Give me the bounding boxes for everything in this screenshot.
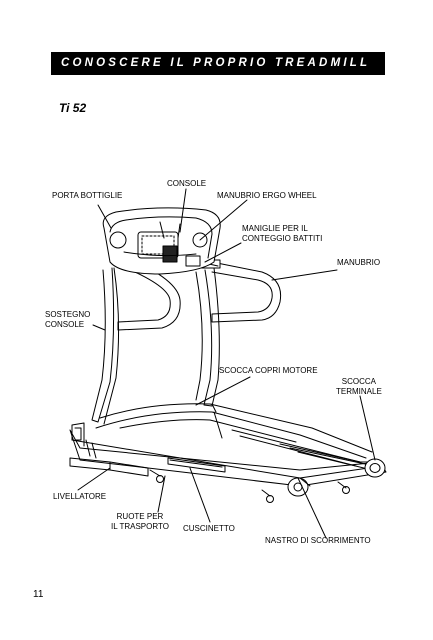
treadmill-deck bbox=[69, 403, 387, 503]
label-manubrio: MANUBRIO bbox=[337, 258, 381, 267]
label-nastro-scorrimento: NASTRO DI SCORRIMENTO bbox=[265, 536, 371, 545]
label-ruote-trasporto: RUOTE PER IL TRASPORTO bbox=[111, 512, 169, 531]
label-console: CONSOLE bbox=[167, 179, 207, 188]
label-cuscinetto: CUSCINETTO bbox=[183, 524, 235, 533]
label-scocca-copri-motore: SCOCCA COPRI MOTORE bbox=[219, 366, 318, 375]
treadmill-console bbox=[102, 207, 221, 275]
page-number: 11 bbox=[33, 589, 44, 600]
label-scocca-terminale: SCOCCA TERMINALE bbox=[336, 377, 382, 396]
label-maniglie-conteggio-battiti: MANIGLIE PER IL CONTEGGIO BATTITI bbox=[242, 224, 323, 243]
section-header: CONOSCERE IL PROPRIO TREADMILL bbox=[51, 52, 385, 75]
label-livellatore: LIVELLATORE bbox=[53, 492, 107, 501]
label-manubrio-ergo-wheel: MANUBRIO ERGO WHEEL bbox=[217, 191, 317, 200]
treadmill-uprights bbox=[91, 267, 220, 425]
treadmill-left-handlebar bbox=[117, 257, 181, 331]
label-porta-bottiglie: PORTA BOTTIGLIE bbox=[52, 191, 123, 200]
model-title: Ti 52 bbox=[59, 101, 87, 115]
label-sostegno-console: SOSTEGNO CONSOLE bbox=[45, 310, 91, 329]
leader-lines bbox=[77, 188, 376, 539]
